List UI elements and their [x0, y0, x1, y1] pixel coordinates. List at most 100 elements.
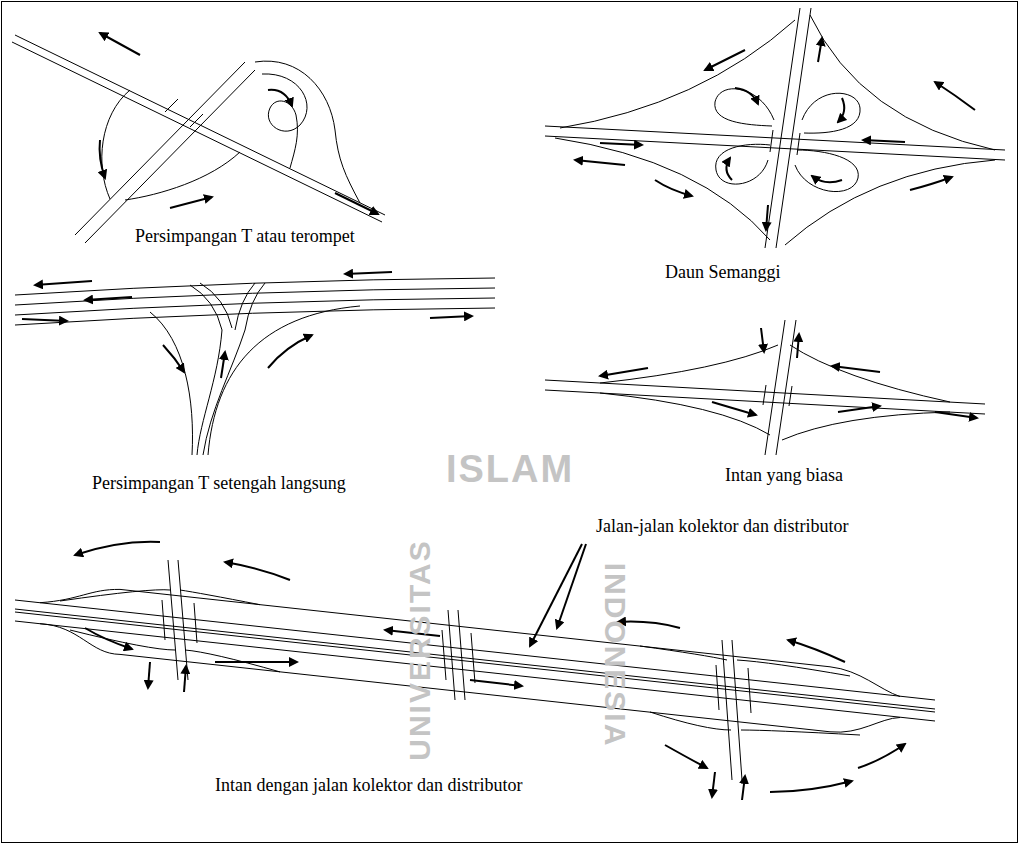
- ramp-line: [790, 345, 950, 402]
- ramp-line: [255, 61, 360, 203]
- watermark-text: ISLAM: [446, 448, 574, 492]
- ramp-line: [741, 730, 860, 735]
- loop-ramp: [716, 144, 770, 184]
- flow-arrow: [788, 640, 845, 662]
- watermark-text: UNIVERSITAS: [403, 539, 438, 760]
- flow-arrow: [712, 402, 756, 415]
- flow-arrow: [742, 776, 745, 800]
- flow-arrow: [430, 316, 472, 318]
- leader-arrows: [530, 544, 586, 646]
- flow-arrow: [935, 82, 975, 110]
- flow-arrow: [184, 666, 186, 692]
- ramp-line: [208, 306, 360, 455]
- highway-line: [15, 621, 935, 721]
- bridge-mark: [763, 385, 792, 406]
- flow-arrow: [170, 197, 212, 208]
- semi-direct-arrows: [22, 272, 472, 378]
- ramp-line: [737, 660, 850, 676]
- bridge-mark: [162, 600, 197, 643]
- leader-arrow: [530, 544, 582, 646]
- ramp-line: [555, 138, 770, 240]
- loop-ramp: [715, 89, 774, 126]
- cloverleaf-roads: [545, 8, 1005, 248]
- crossroad-line: [168, 560, 178, 680]
- crossroad-line: [178, 560, 188, 680]
- ramp-line: [785, 160, 995, 245]
- flow-arrow: [22, 319, 67, 321]
- flow-arrow: [863, 140, 905, 142]
- crossroad-line: [448, 610, 455, 700]
- flow-arrow: [665, 745, 707, 768]
- flow-arrow: [215, 661, 297, 663]
- diamond-roads: [545, 320, 985, 455]
- ramp-line: [70, 630, 175, 650]
- ramp-line: [60, 590, 170, 601]
- crossroad-line: [458, 610, 465, 700]
- cd-diamond-arrows: [75, 542, 905, 800]
- flow-arrow: [75, 542, 160, 555]
- highway-line: [15, 278, 495, 295]
- flow-arrow: [818, 38, 822, 62]
- flow-arrow: [100, 140, 105, 178]
- ramp-line: [203, 283, 265, 455]
- collector-road: [40, 589, 900, 696]
- flow-arrow: [35, 281, 92, 285]
- crossroad-line: [765, 320, 785, 455]
- ramp-line: [185, 650, 280, 672]
- flow-arrow: [712, 772, 715, 797]
- trumpet-roads: [12, 35, 385, 243]
- crossroad-line: [776, 8, 811, 248]
- flow-arrow: [770, 781, 852, 792]
- flow-arrow: [575, 160, 625, 165]
- caption-label: Daun Semanggi: [665, 262, 780, 283]
- highway-line: [15, 288, 495, 305]
- flow-arrow: [726, 158, 732, 180]
- stem-road-line: [75, 62, 245, 235]
- caption-label: Intan yang biasa: [725, 465, 843, 486]
- cloverleaf-arrows: [575, 38, 975, 230]
- flow-arrow: [838, 98, 844, 122]
- highway-line: [12, 42, 382, 222]
- flow-arrow: [85, 628, 132, 649]
- loop-ramp: [802, 93, 860, 133]
- loop-ramp: [262, 74, 307, 168]
- flow-arrow: [268, 90, 292, 106]
- crossroad-line: [732, 640, 742, 780]
- ramp-line: [180, 590, 260, 605]
- bridge-line: [200, 283, 232, 328]
- flow-arrow: [735, 88, 758, 104]
- distributor-road: [40, 624, 900, 733]
- bridge-mark: [770, 130, 800, 155]
- ramp-line: [640, 646, 727, 660]
- stem-road-line: [85, 70, 255, 243]
- flow-arrow: [600, 143, 642, 145]
- flow-arrow: [163, 345, 184, 372]
- ramp-line: [600, 345, 778, 383]
- flow-arrow: [910, 177, 952, 190]
- flow-arrow: [655, 180, 692, 196]
- bridge-mark: [442, 630, 475, 683]
- flow-arrow: [838, 406, 880, 412]
- flow-arrow: [100, 33, 140, 55]
- ramp-line: [125, 152, 240, 200]
- caption-label: Persimpangan T setengah langsung: [92, 473, 346, 494]
- flow-arrow: [935, 412, 977, 418]
- flow-arrow: [858, 744, 905, 768]
- highway-line: [545, 136, 1005, 160]
- caption-label: Intan dengan jalan kolektor dan distribu…: [215, 775, 522, 796]
- bridge-mark: [716, 665, 751, 713]
- flow-arrow: [812, 176, 842, 182]
- ramp-line: [600, 393, 770, 435]
- crossroad-line: [722, 640, 732, 780]
- trumpet-arrows: [100, 33, 378, 214]
- flow-arrow: [85, 297, 132, 300]
- flow-arrow: [761, 328, 764, 352]
- ramp-line: [560, 20, 795, 128]
- flow-arrow: [705, 50, 745, 70]
- ramp-line: [782, 412, 950, 440]
- flow-arrow: [797, 334, 799, 358]
- caption-label: Persimpangan T atau terompet: [135, 226, 355, 247]
